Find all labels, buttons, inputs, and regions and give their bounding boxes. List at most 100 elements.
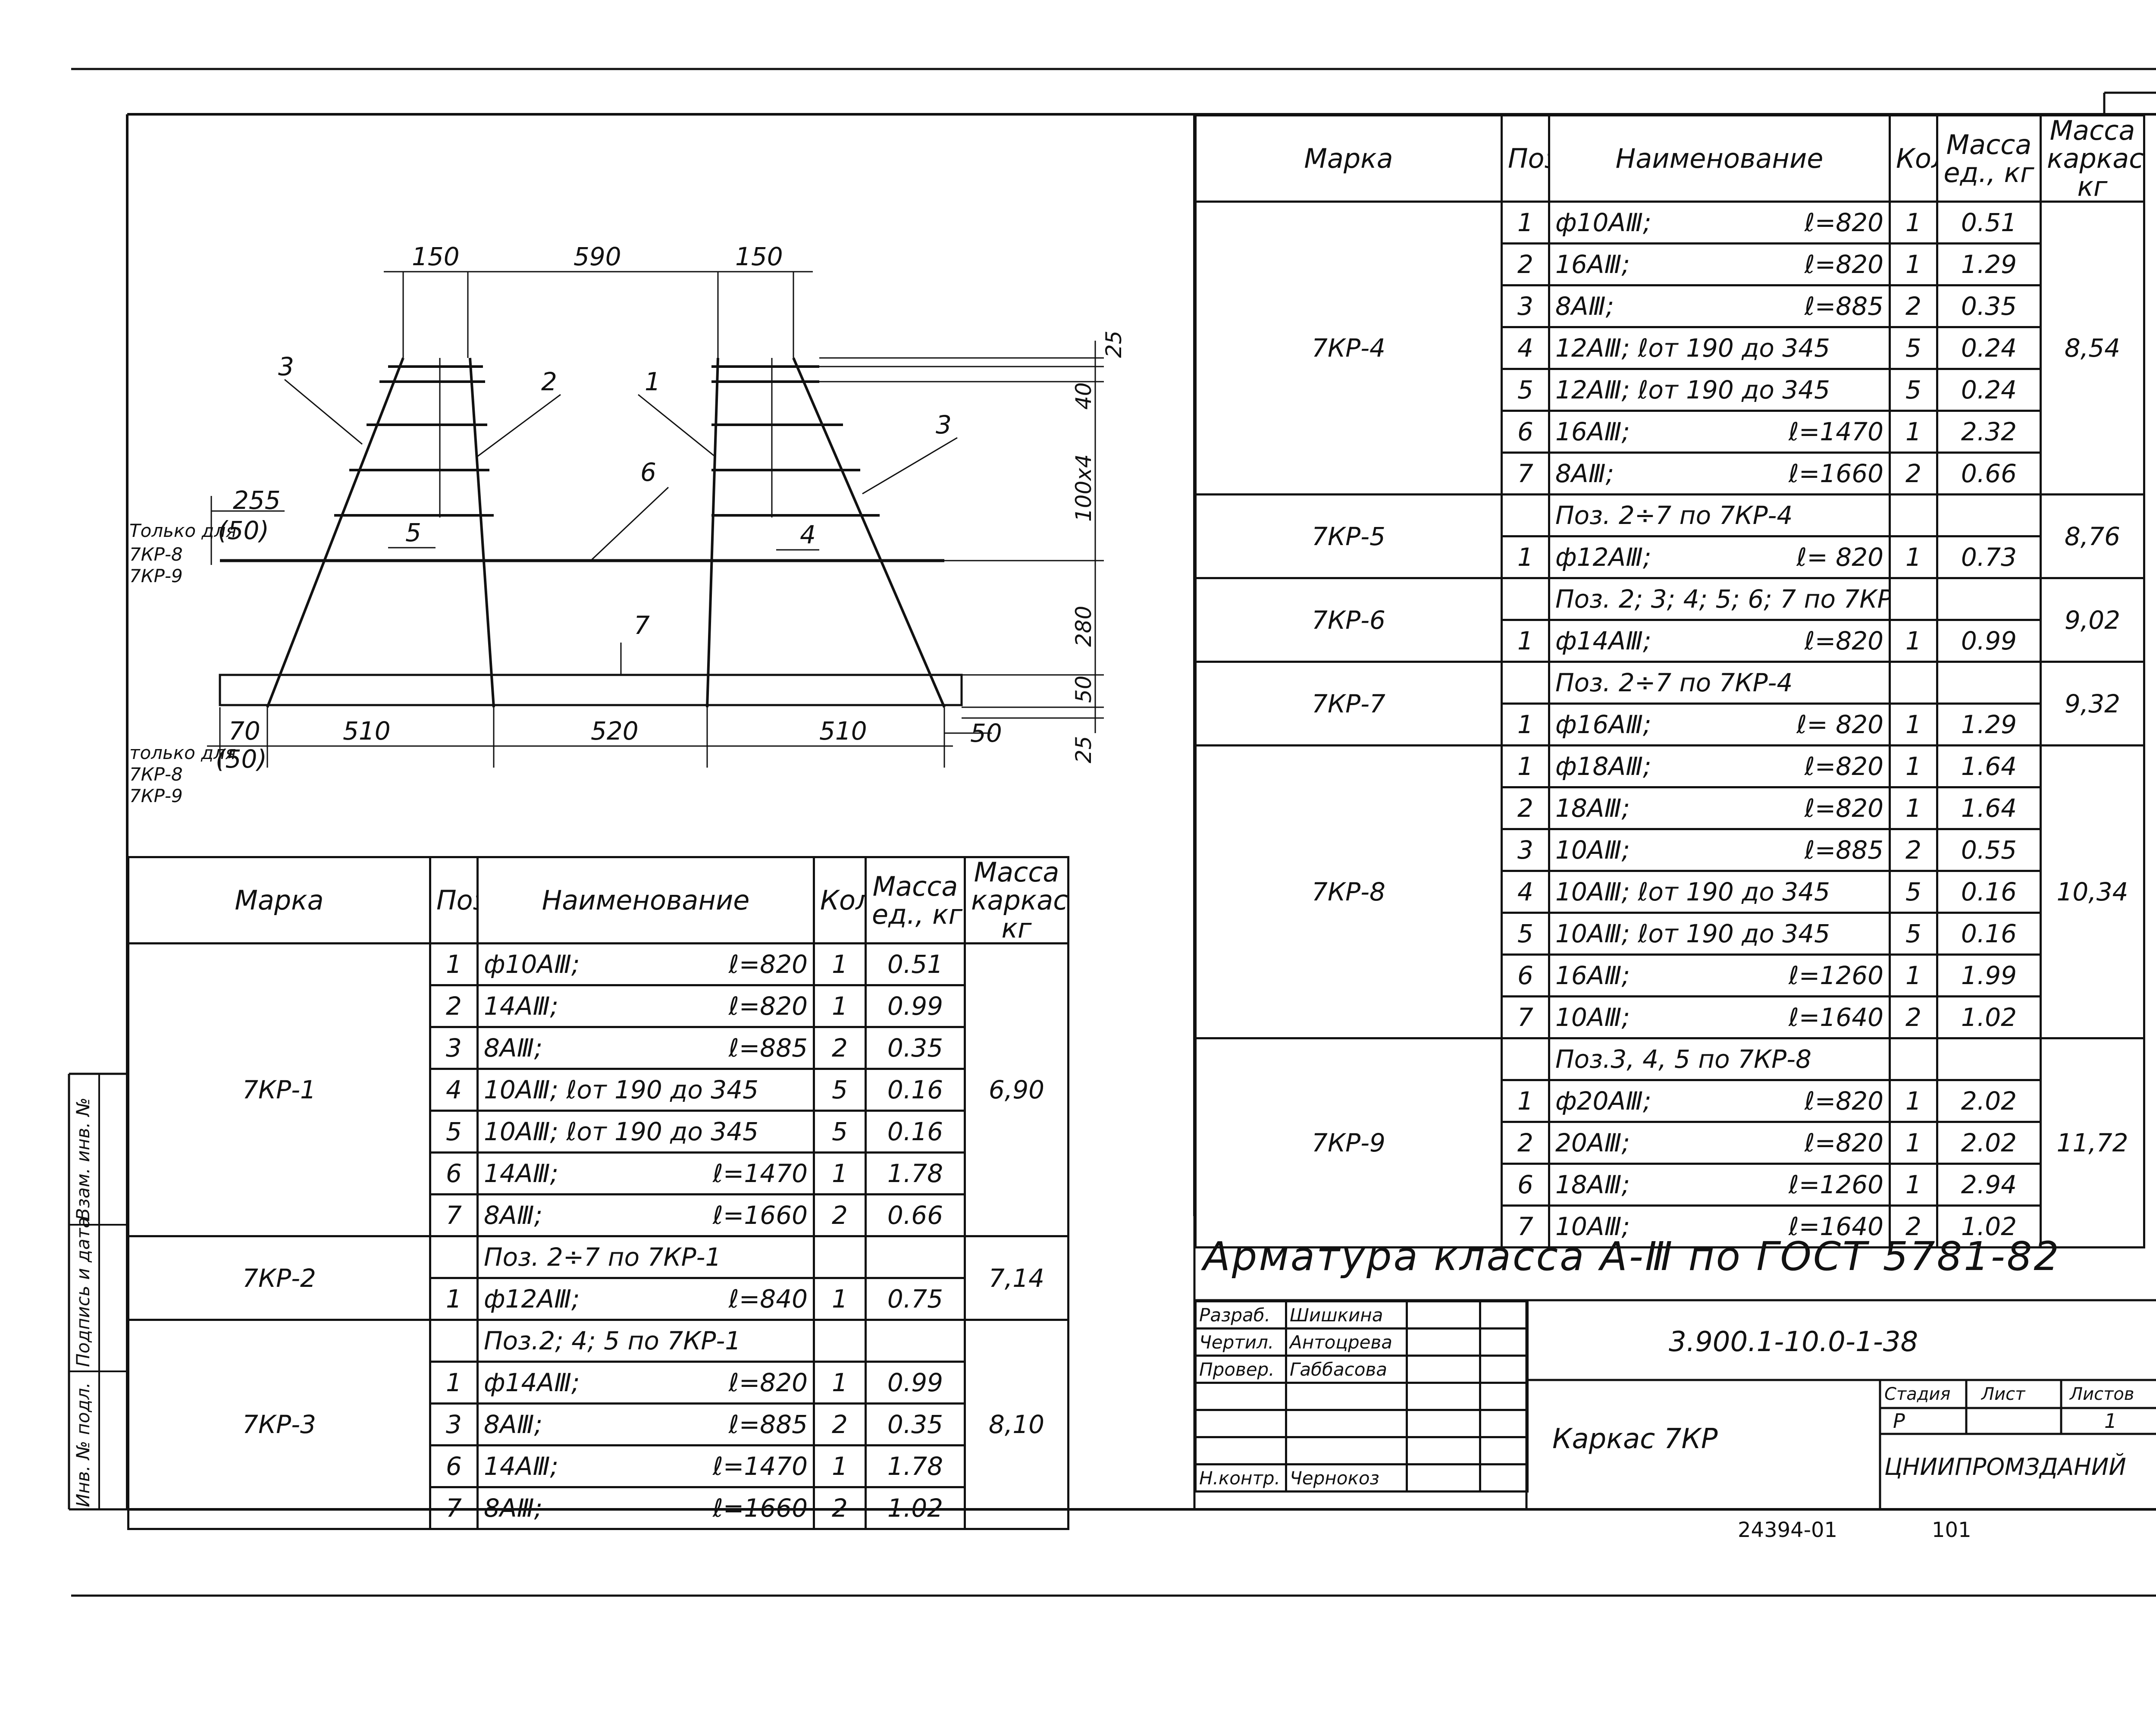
cell-name: 20АⅢ;ℓ=820 [1548,1121,1891,1165]
cell-qty: 2 [1889,452,1938,496]
header-mark: Марка [127,856,431,945]
cell-name-bar: 14АⅢ; [484,1452,559,1481]
header-mass-unit-line2: ед., кг [872,898,963,930]
cell-unit-mass: 0.51 [1936,201,2042,245]
cell-unit-mass: 1.02 [865,1486,966,1530]
sheets-value: 1 [2104,1409,2117,1433]
cell-name-bar: 10АⅢ; ℓот 190 до 345 [1555,877,1830,907]
cell-qty: 1 [813,984,867,1029]
cell-mark: 7КР-7 [1194,661,1503,747]
cell-qty: 5 [813,1068,867,1112]
cell-name-length: ℓ=1470 [712,1159,808,1189]
cell-qty: 1 [813,1444,867,1489]
cell-name-bar: Поз. 2÷7 по 7КР-4 [1555,668,1793,698]
cell-name-length: ℓ=820 [1804,626,1883,656]
signature-row: Разраб.Шишкина [1194,1300,1529,1330]
cell-unit-mass: 0.16 [865,1068,966,1112]
header-mass-frame-line1: Масса [974,857,1059,888]
left-frame-inner-leg [469,358,495,708]
callout-2: 2 [541,367,557,396]
cell-pos: 4 [1501,326,1550,370]
cell-name-length: ℓ=1660 [712,1201,808,1230]
cell-name-length: ℓ=885 [1804,835,1883,865]
cell-name: 8АⅢ;ℓ=885 [1548,284,1891,329]
cell-name: Поз.3, 4, 5 по 7КР-8 [1548,1037,1891,1082]
cell-qty: 1 [813,1277,867,1321]
cell-name: 18АⅢ;ℓ=820 [1548,786,1891,831]
cell-pos: 3 [1501,828,1550,872]
cell-name-bar: 18АⅢ; [1555,1170,1630,1200]
cell-frame-mass: 6,90 [964,942,1069,1238]
cell-pos: 7 [429,1193,479,1238]
cell-mark: 7КР-2 [127,1235,431,1321]
right-spec-table: Марка Поз. Наименование Кол. Масса ед., … [1194,114,2145,1249]
header-name: Наименование [476,856,815,945]
signature-role: Чертил. [1194,1327,1287,1357]
note-only-bottom-1: только для [129,742,236,763]
dim-v-100x4: 100x4 [1071,454,1096,522]
cell-unit-mass: 0.99 [865,984,966,1029]
cell-name-length: ℓ=820 [1804,793,1883,823]
cell-pos: 7 [429,1486,479,1530]
cell-name-bar: 16АⅢ; [1555,961,1630,991]
cell-name: ф10АⅢ;ℓ=820 [476,942,815,987]
cell-name-bar: 10АⅢ; [1555,1212,1630,1242]
cell-name: 14АⅢ;ℓ=1470 [476,1444,815,1489]
cell-qty: 1 [1889,953,1938,998]
cell-pos: 1 [1501,1079,1550,1123]
cell-name-length: ℓ=820 [728,1368,808,1398]
cell-name: 8АⅢ;ℓ=1660 [476,1193,815,1238]
dim-v-25-top: 25 [1101,330,1126,358]
cell-qty [1889,577,1938,621]
cell-qty: 2 [813,1402,867,1447]
left-frame-outer-leg [266,357,404,708]
dim-150-left: 150 [412,242,460,271]
cell-unit-mass: 1.02 [1936,1204,2042,1249]
cell-unit-mass: 0.99 [1936,619,2042,663]
sheet-label: Лист [1981,1384,2025,1404]
cell-name-bar: 16АⅢ; [1555,417,1630,447]
cell-name-length: ℓ=1260 [1788,1170,1883,1200]
header-name: Наименование [1548,114,1891,203]
cell-pos [1501,661,1550,705]
cell-frame-mass: 9,32 [2040,661,2145,747]
cell-pos: 2 [1501,786,1550,831]
cell-qty: 1 [1889,242,1938,287]
dim-590: 590 [573,242,621,271]
dim-150-right: 150 [735,242,783,271]
dim-v-40: 40 [1071,382,1096,410]
cell-qty: 5 [1889,326,1938,370]
cell-name-length: ℓ=885 [728,1033,808,1063]
cell-qty: 1 [1889,1163,1938,1207]
table-row: 7КР-7 Поз. 2÷7 по 7КР-4 9,32 [1194,661,2145,747]
reinforcement-note: Арматура класса А-Ⅲ по ГОСТ 5781-82 [1203,1233,2061,1280]
signature-role [1194,1436,1287,1465]
signature-date [1479,1300,1529,1330]
cell-name-length: ℓ=840 [728,1284,808,1314]
cell-mark: 7КР-5 [1194,493,1503,580]
cell-name: 10АⅢ;ℓ=1640 [1548,995,1891,1040]
cell-name-bar: Поз. 2÷7 по 7КР-1 [484,1242,721,1272]
cell-unit-mass: 1.29 [1936,242,2042,287]
cell-mark: 7КР-1 [127,942,431,1238]
cell-name-length: ℓ=1260 [1788,961,1883,991]
signature-row [1194,1382,1529,1411]
cell-name-length: ℓ=1470 [1788,417,1883,447]
dim-v-25-bottom: 25 [1071,736,1096,763]
cell-qty: 2 [1889,284,1938,329]
cell-pos: 4 [429,1068,479,1112]
cell-unit-mass: 0.35 [865,1402,966,1447]
